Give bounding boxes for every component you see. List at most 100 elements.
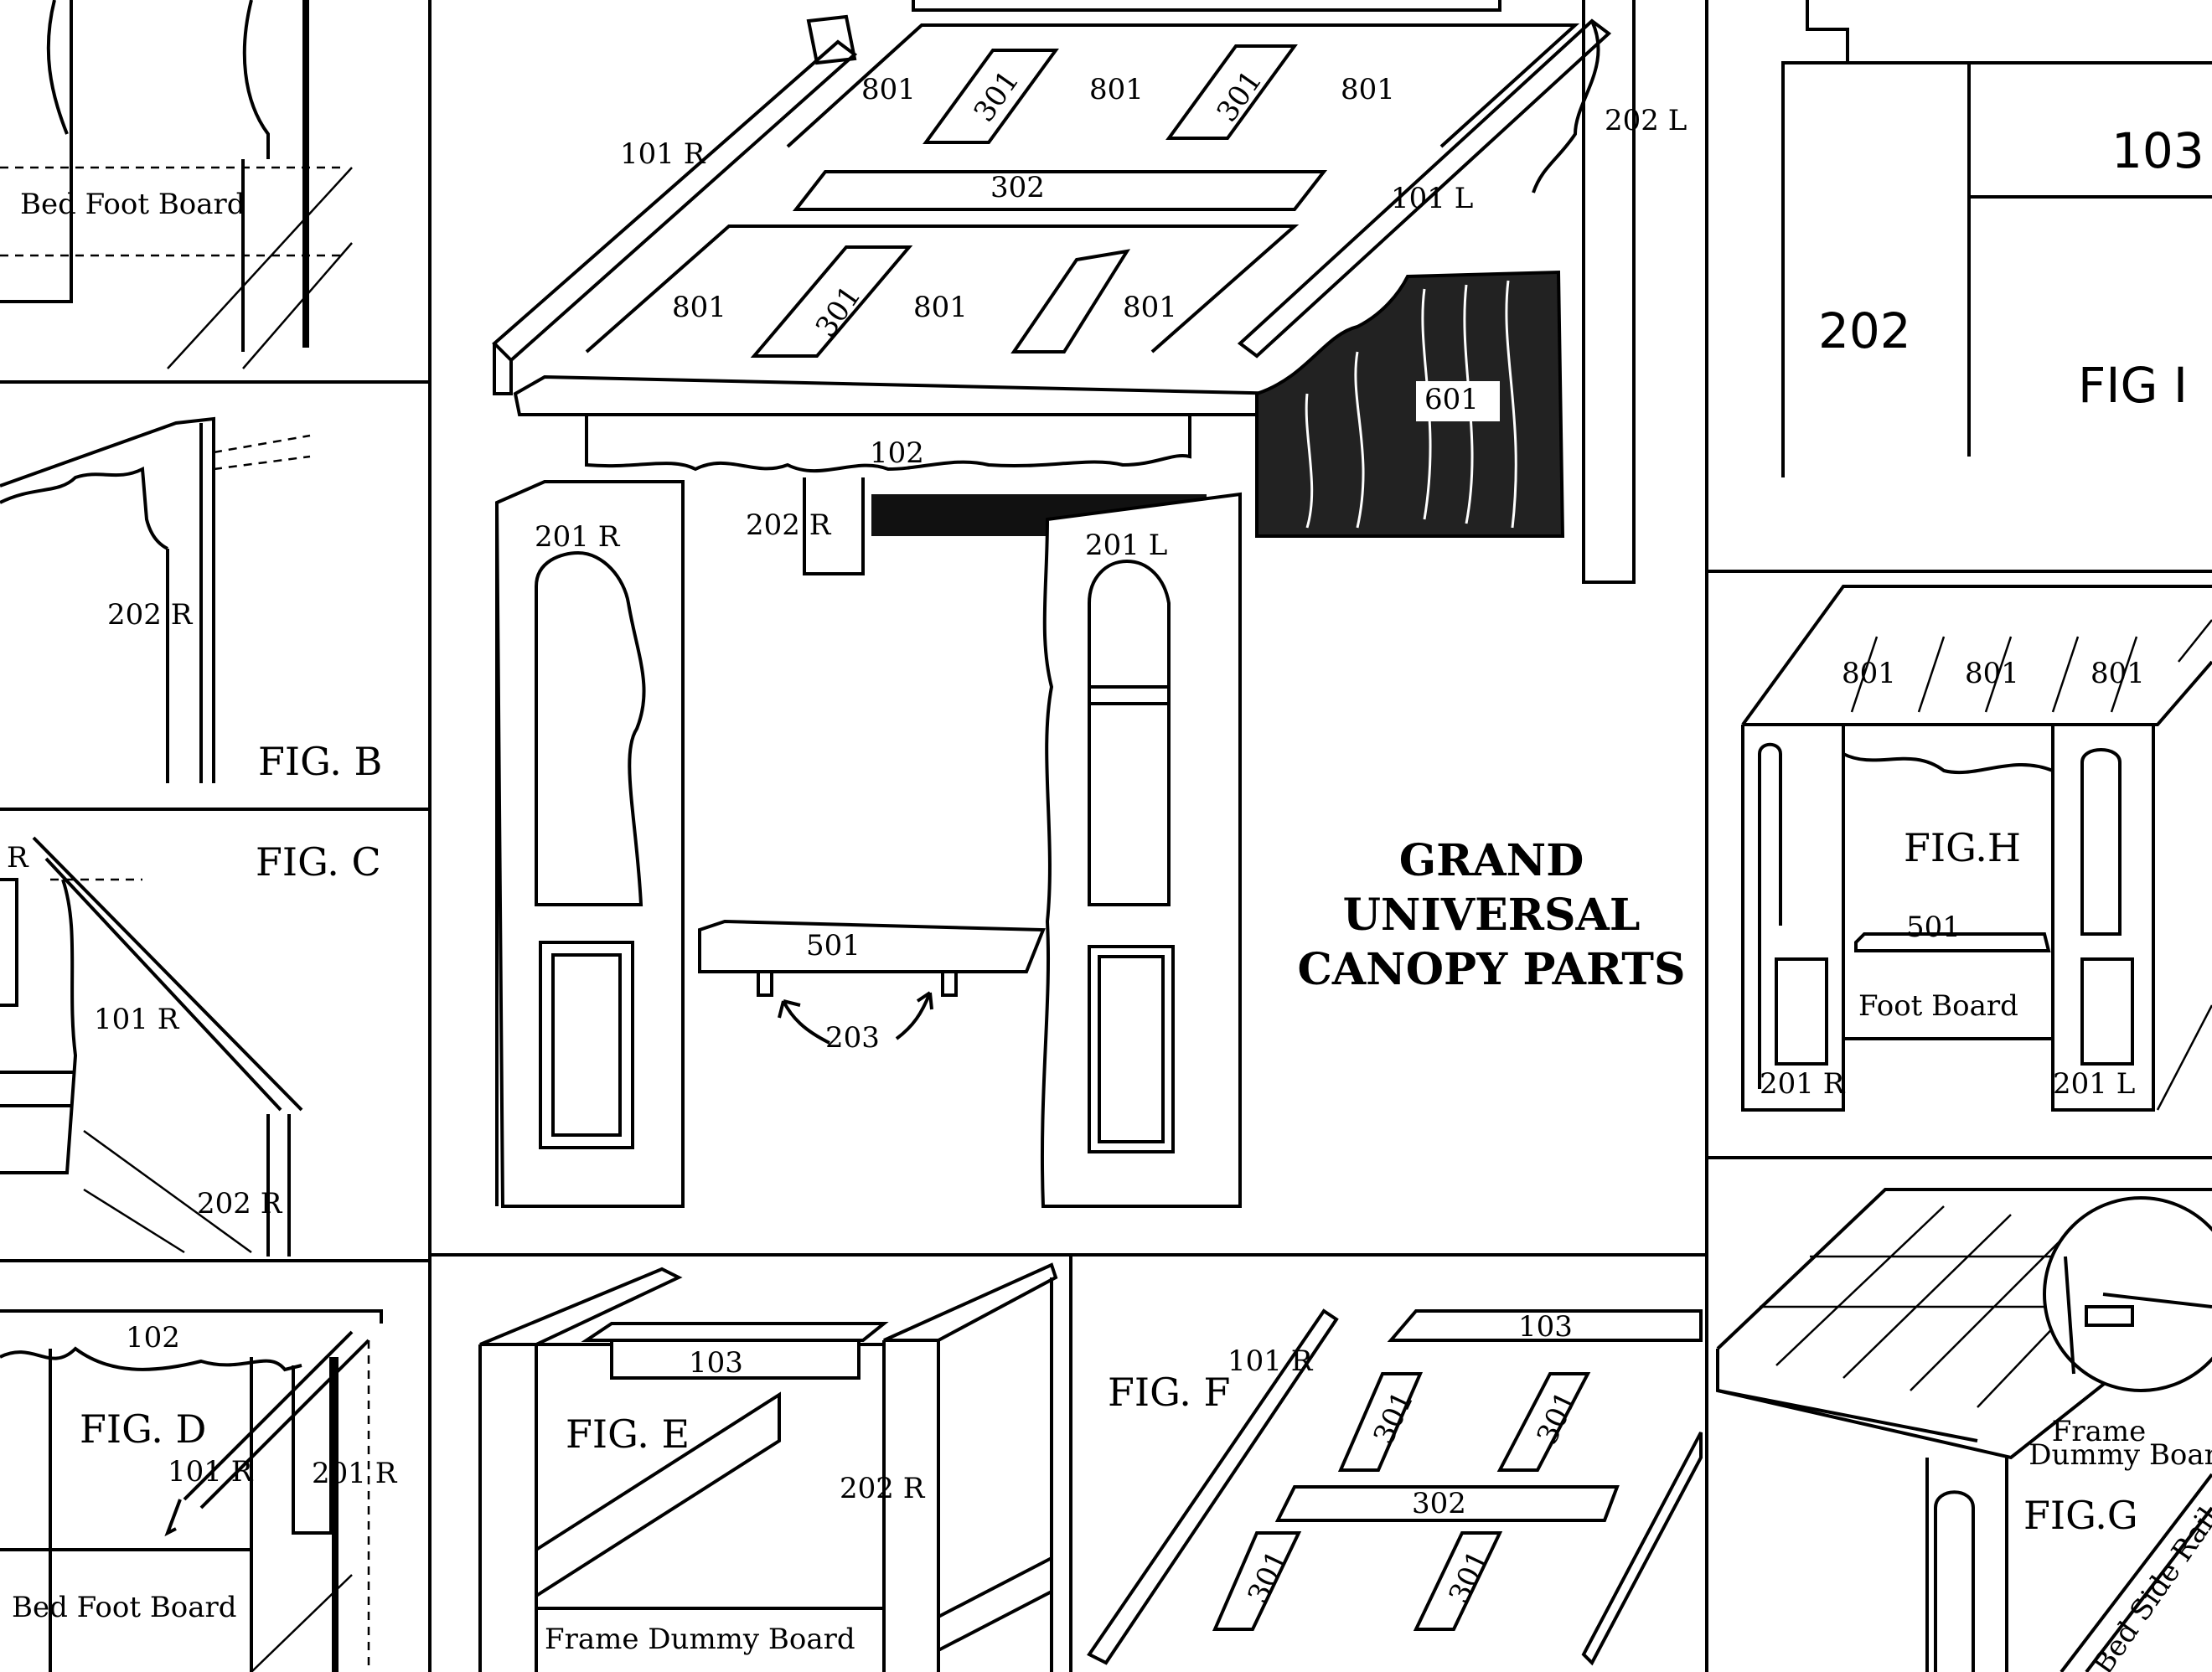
- fig-f-301-d: [1413, 1531, 1503, 1631]
- center-202l-post: [1582, 0, 1636, 584]
- label-fig-i-103: 103: [2111, 122, 2204, 179]
- title-line-2: UNIVERSAL: [1343, 890, 1641, 941]
- label-fig-h-801-b: 801: [1965, 657, 2019, 690]
- fig-c-diag-2: [83, 1188, 185, 1254]
- fig-c-panel: [0, 878, 18, 1007]
- center-201r-lower-inner: [551, 953, 622, 1137]
- center-301-lower-a: [750, 245, 913, 358]
- center-201l-lower-inner: [1098, 955, 1165, 1143]
- center-frame-lower: [585, 224, 1300, 353]
- label-fig-e-frame-dummy-board: Frame Dummy Board: [545, 1623, 855, 1656]
- fig-g-slats: [1775, 1205, 2146, 1408]
- label-center-601: 601: [1424, 383, 1479, 416]
- center-201r-panel: [494, 480, 685, 1208]
- label-center-801-c: 801: [1341, 73, 1395, 106]
- label-fig-h-201r: 201 R: [1760, 1067, 1846, 1101]
- label-fig-i: FIG I: [2078, 357, 2188, 414]
- fig-d-valance: [0, 1346, 302, 1372]
- label-center-102: 102: [870, 436, 924, 470]
- label-fig-b-202r: 202 R: [107, 598, 194, 632]
- panel-fig-g: Frame Dummy Board FIG.G Bed Side Rail: [1716, 1188, 2212, 1672]
- label-fig-h-501: 501: [1906, 911, 1961, 944]
- center-102-valance: [585, 415, 1191, 473]
- label-center-202r: 202 R: [746, 508, 832, 542]
- label-center-801-b: 801: [1089, 73, 1144, 106]
- fig-e-right-rail: [883, 1262, 1058, 1342]
- fig-h-arch-right: [2080, 748, 2122, 936]
- title-line-3: CANOPY PARTS: [1297, 944, 1685, 995]
- center-101l-rail: [1237, 18, 1612, 359]
- fig-h-arch-left: [1758, 742, 1782, 1089]
- fig-h-post-right: [2051, 725, 2155, 1112]
- fig-d-top-rail: [0, 1309, 383, 1324]
- fig-b-valance: [0, 466, 168, 550]
- label-center-202l: 202 L: [1605, 104, 1687, 137]
- fig-d-diag-1: [251, 1574, 353, 1672]
- label-fig-f-103: 103: [1518, 1310, 1573, 1344]
- center-101r-rail: [492, 39, 858, 363]
- label-fig-c-101r: 101 R: [94, 1003, 180, 1036]
- center-201l-panel: [1040, 492, 1242, 1208]
- panel-top-left: Bed Foot Board: [0, 0, 353, 369]
- fig-f-301-a: [1337, 1372, 1424, 1472]
- fig-e-103-board: [610, 1339, 861, 1380]
- label-fig-i-202: 202: [1818, 302, 1911, 359]
- panel-fig-f: FIG. F 101 R 103 301 301 302 301 301: [1087, 1308, 1703, 1666]
- fig-h-canopy-front: [1743, 660, 2212, 726]
- label-fig-d-101r: 101 R: [168, 1455, 254, 1489]
- center-301-lower-b: [1010, 249, 1131, 353]
- panel-fig-h: 801 801 801 FIG.H 501 Foot Board 201 R 2…: [1741, 585, 2212, 1112]
- fig-g-top-back: [1716, 1188, 2212, 1350]
- label-fig-d: FIG. D: [80, 1406, 206, 1452]
- center-201l-outline: [1040, 492, 1242, 1208]
- title-line-1: GRAND: [1399, 835, 1584, 886]
- fig-e-diag-board: [535, 1391, 781, 1597]
- fig-f-103-board: [1387, 1309, 1703, 1342]
- fig-b-dash-2: [213, 455, 311, 471]
- center-post-cap: [806, 14, 857, 65]
- panel-fig-e: 103 FIG. E 202 R Frame Dummy Board: [478, 1262, 1058, 1672]
- label-fig-d-201r: 201 R: [312, 1457, 398, 1490]
- label-fig-h: FIG.H: [1904, 825, 2021, 870]
- center-201l-lower-panel: [1088, 945, 1175, 1153]
- fig-d-rail-1: [183, 1330, 354, 1501]
- label-bed-foot-board-bottom: Bed Foot Board: [12, 1591, 237, 1624]
- fig-f-301-b: [1496, 1372, 1591, 1472]
- center-201r-lower-panel: [539, 941, 634, 1149]
- center-601-label-bg: [1416, 381, 1500, 421]
- center-501-shelf: [698, 919, 1046, 973]
- label-fig-c: FIG. C: [256, 839, 381, 885]
- label-fig-e-202r: 202 R: [840, 1472, 926, 1505]
- label-fig-f-101r: 101 R: [1227, 1344, 1314, 1378]
- panel-center: 101 R 801 801 801 301 301 202 L 302 101 …: [492, 0, 1687, 1208]
- fig-g-detail-block: [2085, 1305, 2134, 1327]
- fig-d-arrow: [164, 1499, 182, 1537]
- center-102-board: [513, 374, 1289, 416]
- fig-d-post-3: [292, 1357, 333, 1535]
- label-fig-f: FIG. F: [1108, 1370, 1230, 1415]
- panel-fig-c: R FIG. C 101 R 202 R: [0, 836, 381, 1257]
- label-fig-e-103: 103: [689, 1346, 743, 1380]
- fig-e-103-top: [581, 1322, 889, 1342]
- label-center-201l: 201 L: [1085, 529, 1167, 562]
- fig-h-lower-right: [2080, 957, 2134, 1066]
- fig-g-post: [1925, 1458, 2008, 1672]
- label-fig-b: FIG. B: [258, 739, 382, 784]
- label-center-801-f: 801: [1123, 291, 1177, 324]
- center-201l-arch: [1088, 559, 1171, 906]
- fig-h-side-lines: [2156, 619, 2212, 1111]
- label-fig-c-r: R: [7, 841, 29, 875]
- label-fig-c-202r: 202 R: [197, 1187, 283, 1220]
- fig-e-diag-board-2: [938, 1555, 1053, 1652]
- center-601-board: [1255, 270, 1565, 538]
- label-bed-foot-board-top: Bed Foot Board: [20, 188, 245, 221]
- center-201r-outline: [494, 480, 685, 1208]
- center-203-arrow-right: [895, 991, 933, 1040]
- label-fig-d-102: 102: [126, 1321, 180, 1355]
- fig-i-outline: [1781, 0, 1849, 477]
- label-fig-h-801-a: 801: [1842, 657, 1896, 690]
- foot-diag-2: [242, 242, 353, 369]
- label-center-801-a: 801: [861, 73, 916, 106]
